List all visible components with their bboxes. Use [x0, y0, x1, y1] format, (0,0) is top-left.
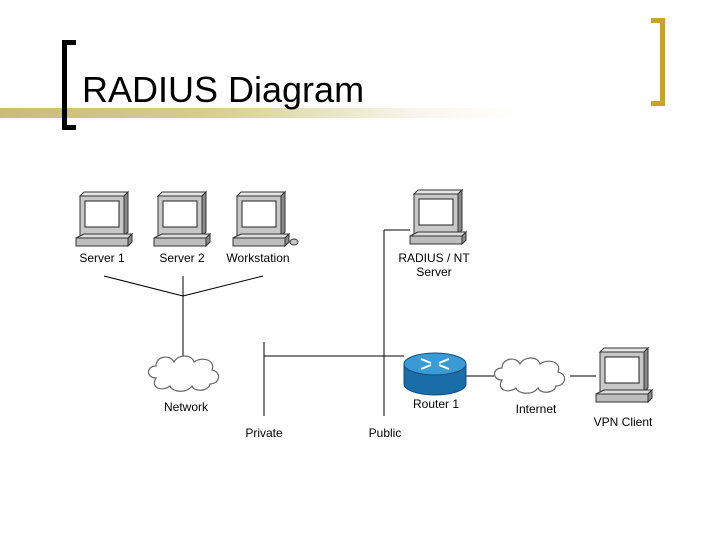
- server1-computer-icon: [75, 191, 133, 247]
- radius-server-computer-icon: [409, 189, 467, 245]
- left-bracket-decoration: [62, 40, 76, 130]
- public-label: Public: [369, 426, 402, 440]
- workstation-computer-icon: [232, 191, 299, 247]
- router-label: Router 1: [413, 397, 459, 411]
- right-bracket-decoration: [651, 18, 665, 106]
- internet-label: Internet: [516, 402, 557, 416]
- backbone-links: [263, 229, 596, 416]
- network-cloud-icon: [147, 355, 220, 392]
- slide-title: RADIUS Diagram: [82, 69, 365, 110]
- title-underline-bar: [0, 108, 520, 118]
- server1-label: Server 1: [79, 251, 125, 265]
- private-label: Private: [245, 426, 283, 440]
- radius-server-label-line1: RADIUS / NT: [398, 251, 470, 265]
- vpn-client-label: VPN Client: [594, 415, 653, 429]
- server2-label: Server 2: [159, 251, 205, 265]
- workstation-link: [182, 275, 264, 297]
- radius-server-label-line2: Server: [416, 265, 451, 279]
- internet-cloud-icon: [493, 357, 566, 394]
- server1-link: [103, 275, 184, 297]
- vpn-client-computer-icon: [595, 347, 653, 403]
- server2-computer-icon: [153, 191, 211, 247]
- network-label: Network: [164, 400, 209, 414]
- server-links: [103, 275, 264, 356]
- workstation-label: Workstation: [226, 251, 289, 265]
- router-icon: [403, 352, 467, 396]
